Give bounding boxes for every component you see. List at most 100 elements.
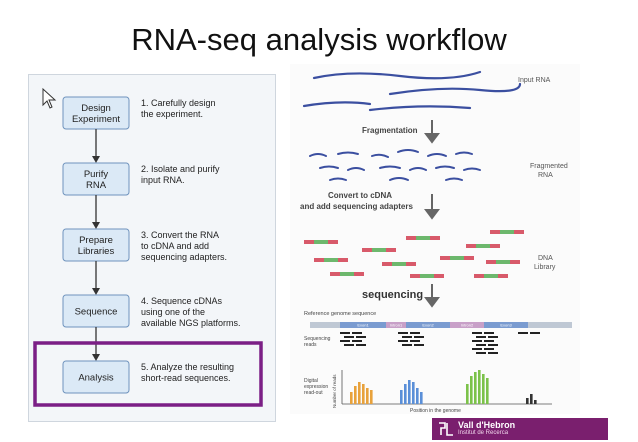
read (488, 352, 498, 354)
read (476, 344, 486, 346)
down-arrow-icon (424, 194, 440, 220)
genome-segment (450, 322, 484, 328)
library-fragment (410, 274, 444, 278)
expression-bar (370, 390, 373, 404)
read (356, 336, 366, 338)
exon-label: Exon3 (500, 323, 512, 328)
read (402, 336, 412, 338)
step-description: short-read sequences. (141, 373, 231, 383)
expression-bar (362, 384, 365, 404)
library-fragment (406, 236, 440, 240)
vall-dhebron-logo: Vall d'Hebron Institut de Recerca (432, 418, 608, 440)
input-rna-label: Input RNA (518, 77, 551, 84)
down-arrow-icon (92, 195, 100, 229)
read (410, 340, 420, 342)
convert-label-line2: and add sequencing adapters (300, 202, 413, 211)
read (414, 336, 424, 338)
yaxis-label: Number of reads (332, 374, 337, 408)
genome-label: Reference genome sequence (304, 311, 376, 317)
read (344, 344, 354, 346)
step-description: available NGS platforms. (141, 318, 241, 328)
expression-label-line1: Digital (304, 378, 318, 384)
reads-label-line2: reads (304, 342, 317, 348)
expression-bar (478, 370, 481, 404)
expression-label-line2: expression (304, 384, 328, 390)
library-fragment (486, 260, 520, 264)
logo-mark-icon (439, 422, 453, 436)
step-description: input RNA. (141, 175, 185, 185)
expression-label-line3: read-out (304, 390, 323, 396)
expression-bar (354, 386, 357, 404)
library-label-line1: DNA (538, 255, 553, 262)
expression-bar (350, 392, 353, 404)
logo-subtext: Institut de Recerca (458, 430, 509, 436)
sequencing-label: sequencing (362, 289, 423, 301)
expression-bar (366, 388, 369, 404)
expression-bar (466, 384, 469, 404)
expression-bar (420, 392, 423, 404)
step-description: 4. Sequence cDNAs (141, 296, 223, 306)
read (484, 340, 494, 342)
genome-segment (406, 322, 450, 328)
down-arrow-icon (92, 261, 100, 295)
down-arrow-icon (424, 120, 440, 144)
read (398, 332, 408, 334)
library-label-line2: Library (534, 264, 556, 271)
read (352, 340, 362, 342)
read (484, 348, 494, 350)
read (472, 332, 482, 334)
expression-bar (408, 380, 411, 404)
fragmented-rna-strands (309, 149, 481, 181)
process-diagram: Input RNA Fragmentation Fragmented RNA C… (300, 70, 572, 414)
down-arrow-icon (424, 284, 440, 308)
fragmented-label-line2: RNA (538, 172, 553, 179)
read (476, 336, 486, 338)
library-fragment (474, 274, 508, 278)
read (518, 332, 528, 334)
process-panel: Input RNA Fragmentation Fragmented RNA C… (290, 64, 580, 414)
expression-bar (400, 390, 403, 404)
expression-bar (412, 382, 415, 404)
expression-bar (404, 384, 407, 404)
step-description: using one of the (141, 307, 205, 317)
convert-label-line1: Convert to cDNA (328, 191, 392, 200)
step-description: 3. Convert the RNA (141, 230, 219, 240)
step-label: Sequence (75, 307, 118, 318)
read (488, 344, 498, 346)
xaxis-label: Position in the genome (410, 408, 461, 414)
sequencing-reads (340, 332, 540, 354)
step-description: to cDNA and add (141, 241, 209, 251)
library-fragment (466, 244, 500, 248)
read (530, 332, 540, 334)
read (340, 332, 350, 334)
slide-title: RNA-seq analysis workflow (131, 22, 507, 57)
library-fragment (382, 262, 416, 266)
step-description: 5. Analyze the resulting (141, 362, 234, 372)
mouse-cursor-icon (42, 87, 57, 109)
step-box (62, 360, 130, 394)
expression-bar (530, 394, 533, 404)
expression-bars (350, 370, 537, 404)
down-arrow-icon (92, 129, 100, 163)
step-description: sequencing adapters. (141, 252, 227, 262)
expression-bar (474, 372, 477, 404)
library-fragment (314, 258, 348, 262)
dna-library-fragments (304, 230, 524, 278)
expression-bar (526, 398, 529, 404)
down-arrow-icon (92, 327, 100, 361)
library-fragment (490, 230, 524, 234)
fragmentation-label: Fragmentation (362, 126, 418, 135)
step-description: the experiment. (141, 109, 203, 119)
library-fragment (362, 248, 396, 252)
logo-text: Vall d'Hebron (458, 420, 516, 430)
step-description: 1. Carefully design (141, 98, 216, 108)
